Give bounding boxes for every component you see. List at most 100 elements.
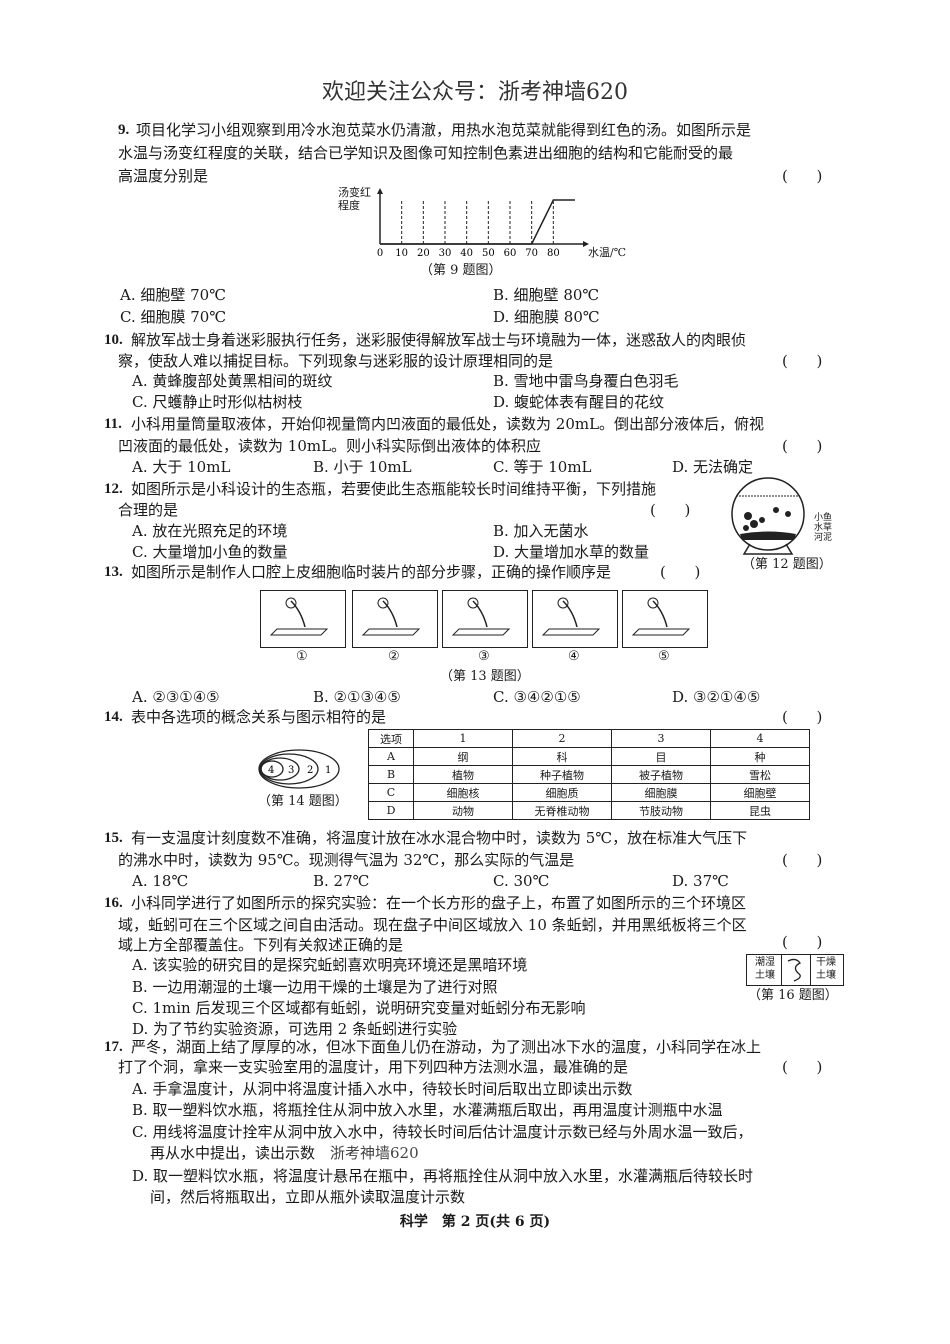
option-c: C. 30℃ — [493, 872, 550, 890]
ecobottle-labels: 小鱼水草河泥 — [814, 513, 833, 543]
ring-label: 4 — [268, 765, 274, 776]
ecobottle-drawing — [731, 477, 805, 555]
y-axis-arrow — [377, 188, 383, 194]
option-c: C. ③④②①⑤ — [493, 688, 581, 706]
question-text: 合理的是 — [118, 501, 179, 519]
x-tick-label: 50 — [482, 248, 495, 259]
table-cell: 细胞壁 — [710, 783, 810, 802]
answer-paren: ( ) — [650, 501, 691, 519]
option-d: D. ③②①④⑤ — [672, 688, 761, 706]
table-cell: 细胞核 — [413, 783, 513, 802]
option-d: D. 取一塑料饮水瓶，将温度计悬吊在瓶中，再将瓶拴住从洞中放入水里，水灌满瓶后待… — [132, 1167, 754, 1185]
step-label: ③ — [478, 649, 490, 664]
x-tick-label: 0 — [377, 248, 383, 259]
question-number: 11. — [104, 416, 122, 432]
table-cell: 种子植物 — [512, 765, 612, 784]
step-label: ⑤ — [658, 649, 670, 664]
table-cell: 科 — [512, 747, 612, 766]
table-cell: D — [368, 801, 414, 820]
ring-label: 1 — [325, 765, 331, 776]
x-tick-label: 70 — [525, 248, 538, 259]
option-c: C. 大量增加小鱼的数量 — [132, 543, 288, 561]
option-c: C. 1min 后发现三个区域都有蚯蚓，说明研究变量对蚯蚓分布无影响 — [132, 999, 586, 1017]
option-d: D. 为了节约实验资源，可选用 2 条蚯蚓进行实验 — [132, 1020, 458, 1038]
question-text: 小科同学进行了如图所示的探究实验：在一个长方形的盘子上，布置了如图所示的三个环境… — [131, 894, 747, 912]
option-c: C. 尺蠖静止时形似枯树枝 — [132, 393, 303, 411]
table-cell: 目 — [611, 747, 711, 766]
step-label: ④ — [568, 649, 580, 664]
x-tick-label: 80 — [547, 248, 560, 259]
table-cell: 无脊椎动物 — [512, 801, 612, 820]
page-footer: 科学 第 2 页(共 6 页) — [399, 1214, 551, 1230]
figure-caption: （第 9 题图） — [420, 263, 502, 278]
question-text: 的沸水中时，读数为 95℃。现测得气温为 32℃，那么实际的气温是 — [118, 851, 575, 869]
watermark-text: 浙考神墙620 — [330, 1144, 419, 1162]
question-text: 表中各选项的概念关系与图示相符的是 — [131, 708, 387, 726]
option-b: B. ②①③④⑤ — [313, 688, 401, 706]
x-tick-label: 20 — [417, 248, 430, 259]
option-b: B. 一边用潮湿的土壤一边用干燥的土壤是为了进行对照 — [132, 978, 498, 996]
table-cell: 种 — [710, 747, 810, 766]
question-text: 有一支温度计刻度数不准确，将温度计放在冰水混合物中时，读数为 5℃，放在标准大气… — [131, 829, 748, 847]
x-axis-arrow — [583, 241, 589, 247]
x-tick-label: 40 — [460, 248, 473, 259]
question-text: 项目化学习小组观察到用冷水泡苋菜水仍清澈，用热水泡苋菜就能得到红色的汤。如图所示… — [136, 121, 752, 139]
question-number: 15. — [104, 830, 123, 846]
data-line — [380, 199, 575, 245]
option-d-continued: 间，然后将瓶取出，立即从瓶外读取温度计示数 — [150, 1188, 466, 1206]
question-text: 小科用量筒量取液体，开始仰视量筒内凹液面的最低处，读数为 20mL。倒出部分液体… — [131, 415, 765, 433]
table-header-cell: 选项 — [368, 729, 414, 748]
question-number: 9. — [118, 122, 130, 138]
option-a: A. 细胞壁 70℃ — [120, 286, 227, 304]
figure-caption: （第 14 题图） — [258, 794, 348, 809]
table-cell: 细胞膜 — [611, 783, 711, 802]
watermark-header: 欢迎关注公众号：浙考神墙620 — [322, 80, 628, 105]
option-b: B. 加入无菌水 — [493, 522, 589, 540]
table-cell: A — [368, 747, 414, 766]
question-text: 察，使敌人难以捕捉目标。下列现象与迷彩服的设计原理相同的是 — [118, 352, 554, 370]
table-cell: 节肢动物 — [611, 801, 711, 820]
option-d: D. 大量增加水草的数量 — [493, 543, 650, 561]
figure-caption: （第 16 题图） — [748, 988, 838, 1003]
option-c: C. 等于 10mL — [493, 458, 592, 476]
answer-paren: ( ) — [660, 563, 701, 581]
option-a: A. ②③①④⑤ — [132, 688, 220, 706]
option-b: B. 雪地中雷鸟身覆白色羽毛 — [493, 372, 679, 390]
answer-paren: ( ) — [782, 352, 823, 370]
option-b: B. 细胞壁 80℃ — [493, 286, 600, 304]
question-number: 12. — [104, 481, 123, 497]
question-number: 13. — [104, 564, 123, 580]
dry-soil-label: 干燥土壤 — [816, 957, 836, 981]
question-text: 域，蚯蚓可在三个区域之间自由活动。现在盘子中间区域放入 10 条蚯蚓，并用黑纸板… — [118, 916, 747, 934]
x-tick-label: 30 — [439, 248, 452, 259]
question-number: 16. — [104, 895, 123, 911]
moist-soil-label: 潮湿土壤 — [755, 957, 775, 981]
table-cell: 纲 — [413, 747, 513, 766]
table-cell: 被子植物 — [611, 765, 711, 784]
y-axis-label: 汤变红程度 — [338, 186, 371, 212]
step-illustration — [352, 590, 438, 648]
option-c: C. 用线将温度计拴牢从洞中放入水中，待较长时间后估计温度计示数已经与外周水温一… — [132, 1123, 753, 1141]
table-cell: 昆虫 — [710, 801, 810, 820]
question-text: 域上方全部覆盖住。下列有关叙述正确的是 — [118, 936, 404, 954]
table-header-cell: 4 — [710, 729, 810, 748]
option-b: B. 27℃ — [313, 872, 370, 890]
option-d: D. 蝮蛇体表有醒目的花纹 — [493, 393, 665, 411]
x-tick-label: 10 — [395, 248, 408, 259]
question-text: 如图所示是制作人口腔上皮细胞临时装片的部分步骤，正确的操作顺序是 — [131, 563, 612, 581]
table-cell: 植物 — [413, 765, 513, 784]
option-d: D. 37℃ — [672, 872, 729, 890]
option-d: D. 细胞膜 80℃ — [493, 308, 600, 326]
table-cell: C — [368, 783, 414, 802]
table-header-cell: 1 — [413, 729, 513, 748]
option-c-continued: 再从水中提出，读出示数 — [150, 1144, 316, 1162]
earthworm-icon — [781, 955, 811, 985]
step-illustration — [622, 590, 708, 648]
table-header-cell: 2 — [512, 729, 612, 748]
x-axis-label: 水温/℃ — [588, 246, 627, 259]
